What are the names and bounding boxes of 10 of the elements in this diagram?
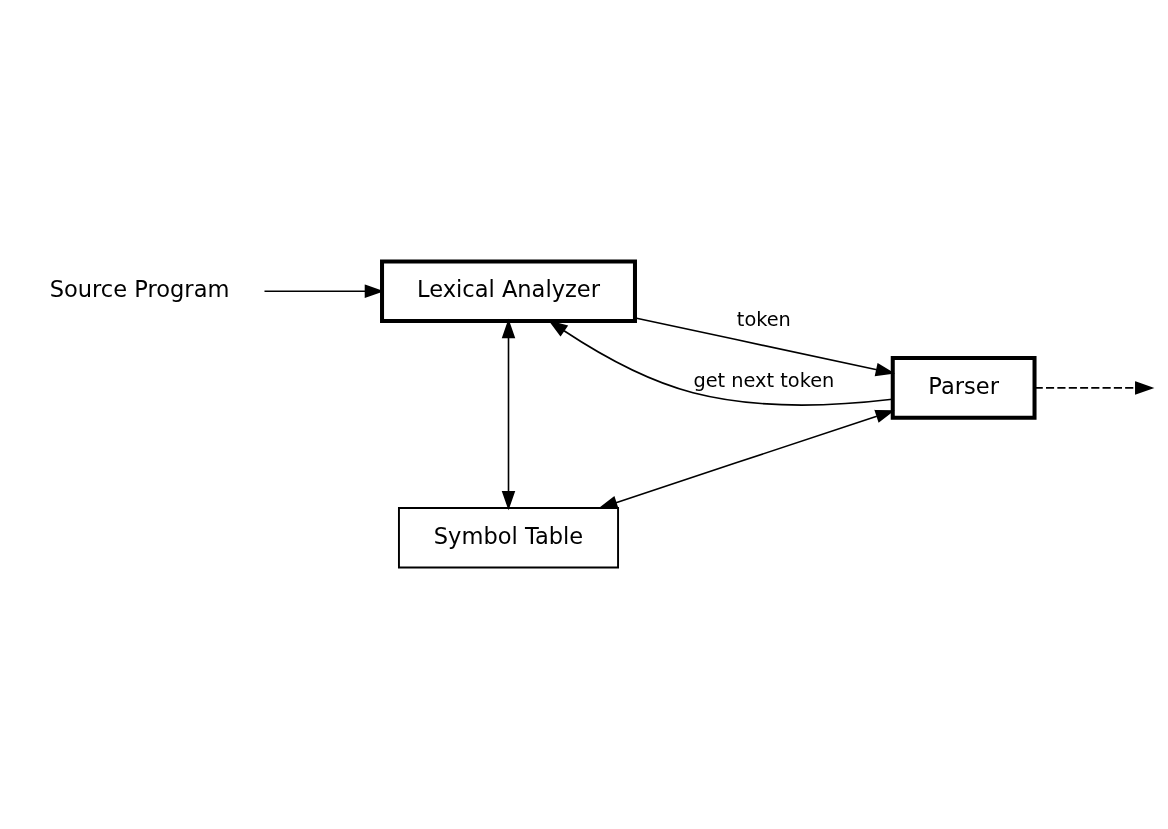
node-box: Lexical Analyzer <box>380 259 637 324</box>
arrow <box>634 317 896 377</box>
arrow <box>548 320 894 406</box>
node-box: Symbol Table <box>398 506 620 569</box>
edge-label: get next token <box>693 369 835 393</box>
node-box: Parser <box>890 356 1037 420</box>
arrow <box>598 409 895 509</box>
edge-label: token <box>736 308 791 332</box>
arrow <box>1034 381 1155 395</box>
node-text: Source Program <box>49 276 230 303</box>
